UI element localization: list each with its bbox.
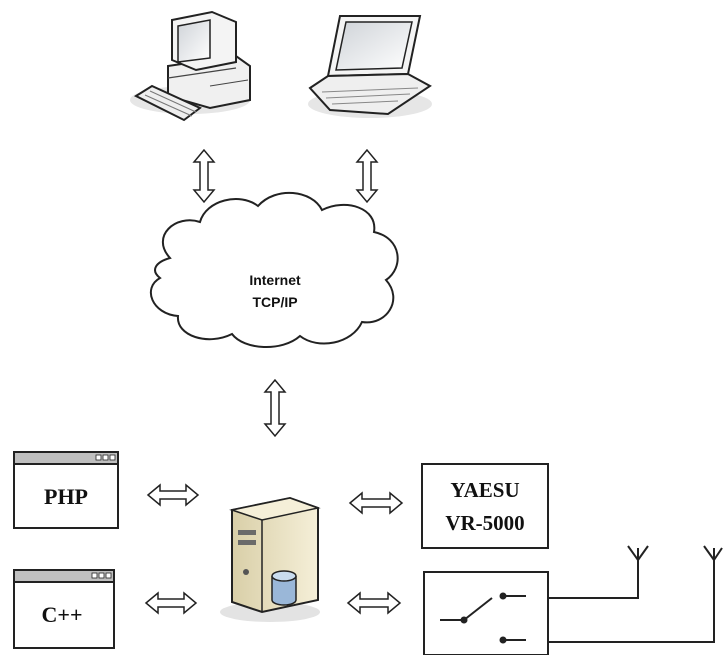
receiver-line2: VR-5000	[445, 511, 524, 535]
cpp-label: C++	[42, 602, 83, 627]
double-arrow-php-server	[146, 483, 200, 507]
cloud-label-line1: Internet	[249, 272, 301, 288]
double-arrow-cpp-server	[144, 591, 198, 615]
antenna-icon	[703, 545, 723, 561]
antenna-lines	[548, 558, 715, 643]
server-tower-icon	[220, 496, 321, 622]
receiver-box: YAESU VR-5000	[421, 463, 549, 549]
database-icon	[271, 570, 297, 606]
php-label: PHP	[44, 484, 88, 509]
double-arrow-desktop-cloud	[192, 148, 216, 204]
double-arrow-server-switch	[346, 591, 402, 615]
receiver-line1: YAESU	[450, 478, 519, 502]
cloud-label-line2: TCP/IP	[252, 294, 297, 310]
double-arrow-cloud-server	[263, 378, 287, 438]
double-arrow-server-receiver	[348, 491, 404, 515]
php-window: PHP	[13, 451, 119, 529]
antenna-icon	[627, 545, 649, 561]
cpp-window: C++	[13, 569, 115, 649]
double-arrow-laptop-cloud	[355, 148, 379, 204]
antenna-switch-icon	[423, 571, 549, 655]
desktop-computer-icon	[130, 10, 251, 122]
laptop-icon	[308, 15, 432, 118]
internet-cloud: Internet TCP/IP	[149, 192, 399, 348]
